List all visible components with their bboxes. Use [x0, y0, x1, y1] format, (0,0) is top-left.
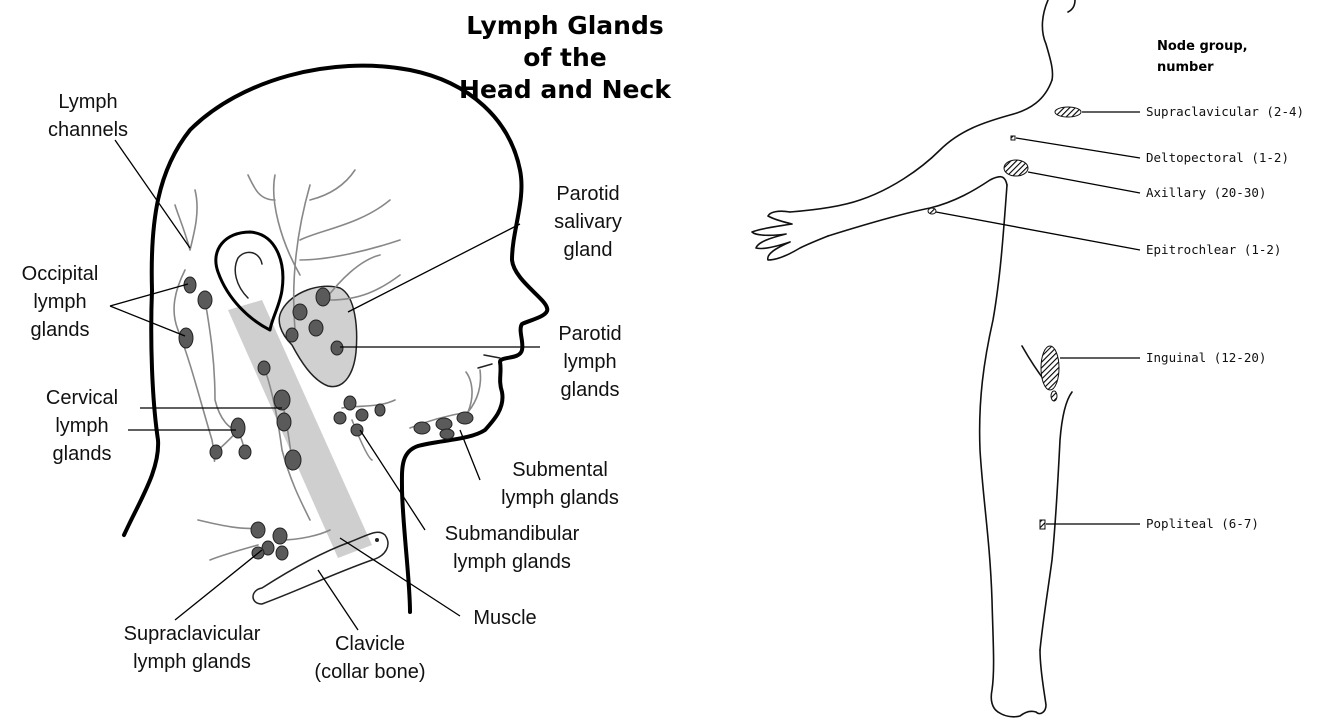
label-popliteal-group: Popliteal (6-7) — [1146, 516, 1259, 531]
label-inguinal-group: Inguinal (12-20) — [1146, 350, 1266, 365]
node-group-header: Node group, number — [1157, 39, 1248, 75]
body-outline — [752, 0, 1075, 717]
label-axillary-group: Axillary (20-30) — [1146, 185, 1266, 200]
svg-text:number: number — [1157, 60, 1214, 75]
body-leader-lines — [936, 112, 1140, 524]
svg-text:Node group,: Node group, — [1157, 39, 1248, 54]
label-deltopectoral-group: Deltopectoral (1-2) — [1146, 150, 1289, 165]
label-epitrochlear-group: Epitrochlear (1-2) — [1146, 242, 1281, 257]
label-supraclavicular-group: Supraclavicular (2-4) — [1146, 104, 1304, 119]
